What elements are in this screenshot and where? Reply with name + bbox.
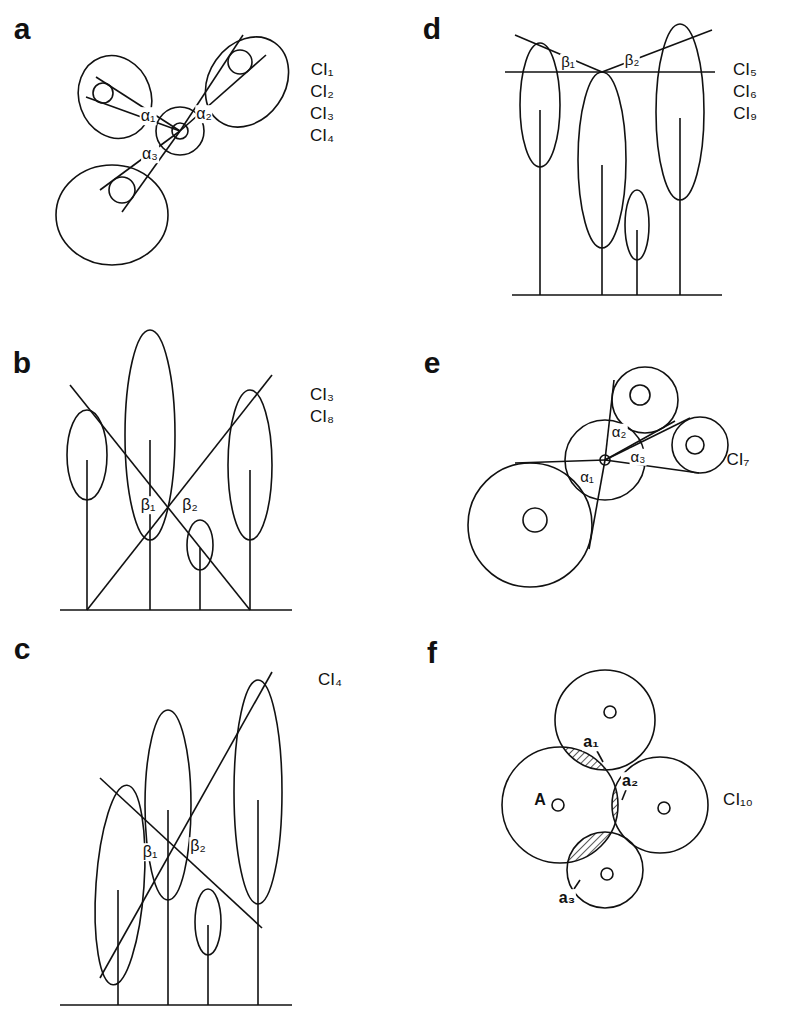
panel-letter: f bbox=[427, 636, 437, 669]
tree-profile-b bbox=[60, 330, 292, 610]
index-name: CI₁ bbox=[311, 61, 334, 80]
angle-label: α₃ bbox=[630, 449, 647, 466]
panel-letter: e bbox=[424, 346, 441, 379]
panel-letter: a bbox=[14, 12, 31, 45]
area-label: A bbox=[533, 791, 547, 809]
panel-letter: b bbox=[13, 346, 31, 379]
area-label: a₃ bbox=[558, 889, 576, 907]
index-name: CI₈ bbox=[310, 408, 334, 427]
index-name: CI₇ bbox=[727, 451, 750, 470]
crown-map-e bbox=[468, 367, 728, 587]
angle-label: α₂ bbox=[195, 105, 212, 123]
tree-profile-c bbox=[60, 672, 292, 1005]
index-name: CI₂ bbox=[310, 83, 334, 102]
angle-label: β₂ bbox=[624, 52, 640, 69]
angle-label: β₂ bbox=[181, 496, 198, 514]
area-label: a₂ bbox=[621, 772, 639, 790]
angle-label: α₁ bbox=[140, 107, 157, 125]
tree-profile-d bbox=[505, 24, 722, 295]
index-name: CI₆ bbox=[733, 83, 757, 102]
crown-map-a bbox=[56, 21, 306, 265]
panel-letter: d bbox=[423, 12, 441, 45]
index-name: CI₃ bbox=[310, 105, 334, 124]
angle-label: β₁ bbox=[140, 496, 157, 514]
index-name: CI₃ bbox=[310, 386, 334, 405]
angle-label: α₃ bbox=[141, 145, 159, 163]
area-label: a₁ bbox=[582, 733, 600, 751]
index-name: CI₁₀ bbox=[723, 791, 753, 810]
angle-label: α₁ bbox=[579, 469, 595, 486]
angle-label: β₁ bbox=[560, 54, 576, 71]
index-name: CI₉ bbox=[733, 105, 757, 124]
index-name: CI₄ bbox=[318, 671, 342, 690]
angle-label: α₂ bbox=[611, 424, 628, 441]
index-name: CI₄ bbox=[310, 127, 334, 146]
overlap-map-f bbox=[502, 670, 708, 908]
angle-label: β₁ bbox=[142, 843, 159, 861]
panel-letter: c bbox=[14, 632, 31, 665]
angle-label: β₂ bbox=[189, 837, 206, 855]
index-name: CI₅ bbox=[733, 61, 757, 80]
